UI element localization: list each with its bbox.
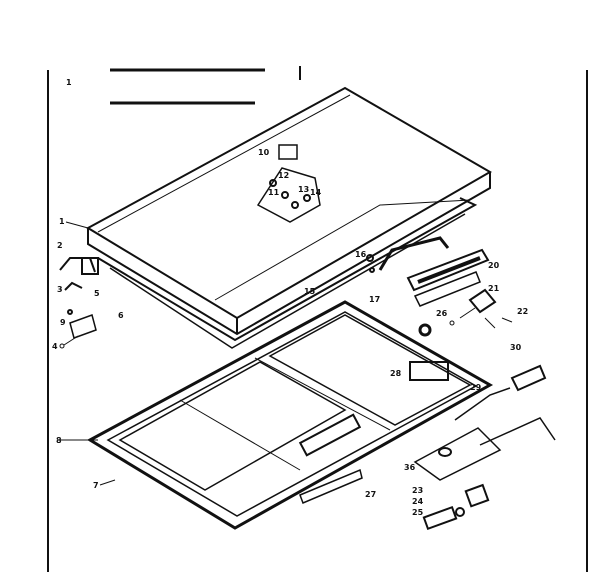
label-7: 7 [93,481,99,490]
label-5: 5 [94,289,100,298]
label-24: 24 [412,497,424,506]
label-2: 2 [57,241,63,250]
label-8: 8 [56,436,62,445]
misc-labels: 1 15 9 [59,217,316,327]
label-28: 28 [390,369,402,378]
label-11: 11 [268,188,280,197]
label-21: 21 [488,284,500,293]
lock-assembly: 10 12 13 14 11 [256,144,322,223]
header-mark: 1 [66,78,72,87]
handle-assembly: 16 17 20 21 22 [355,236,528,329]
label-13: 13 [298,185,309,194]
label-27: 27 [365,490,376,499]
label-36: 36 [404,463,416,472]
label-14: 14 [310,188,322,197]
left-hinge: 2 3 5 4 6 [52,241,124,351]
label-22: 22 [517,307,528,316]
label-15: 15 [304,287,316,296]
label-30: 30 [510,343,522,352]
lamp-assembly: 26 28 30 36 27 23 24 25 29 [299,309,556,531]
label-6: 6 [118,311,124,320]
label-23: 23 [412,486,423,495]
label-29: 29 [470,383,482,392]
label-3: 3 [57,285,63,294]
label-20: 20 [488,261,500,270]
lid-panel [85,86,492,349]
label-26: 26 [436,309,448,318]
label-17: 17 [369,295,380,304]
label-9: 9 [60,318,66,327]
page-frame: 1 [47,66,588,572]
label-4: 4 [52,342,58,351]
label-25: 25 [412,508,424,517]
label-16: 16 [355,250,367,259]
label-12: 12 [278,171,289,180]
label-1: 1 [59,217,65,226]
label-10: 10 [258,148,270,157]
frame-panel: 8 7 [56,300,494,530]
